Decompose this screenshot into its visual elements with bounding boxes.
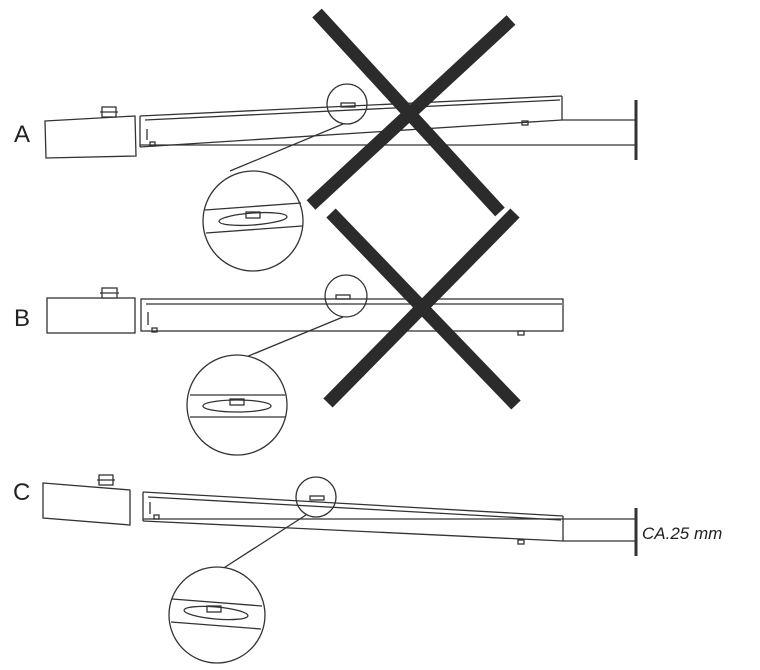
panel-c-motor bbox=[42, 474, 131, 526]
panel-a-reject-mark bbox=[306, 8, 516, 217]
panel-b-arm bbox=[140, 294, 564, 336]
panel-a: A bbox=[14, 8, 638, 272]
panel-a-label: A bbox=[14, 121, 30, 148]
panel-a-arm bbox=[139, 95, 563, 148]
panel-c: C bbox=[13, 474, 722, 664]
panel-c-arm bbox=[142, 491, 564, 545]
panel-c-level-detail bbox=[168, 476, 337, 664]
panel-c-rail bbox=[143, 508, 638, 556]
panel-a-rail bbox=[140, 100, 638, 160]
panel-a-level-detail bbox=[202, 83, 368, 272]
panel-b-motor bbox=[46, 287, 136, 334]
panel-b-reject-mark bbox=[323, 208, 521, 410]
panel-c-label: C bbox=[13, 479, 30, 506]
panel-c-dimension-label: CA.25 mm bbox=[642, 524, 722, 543]
panel-a-motor bbox=[44, 106, 137, 159]
panel-b: B bbox=[14, 208, 564, 456]
panel-b-level-detail bbox=[186, 274, 368, 456]
panel-b-label: B bbox=[14, 305, 30, 332]
